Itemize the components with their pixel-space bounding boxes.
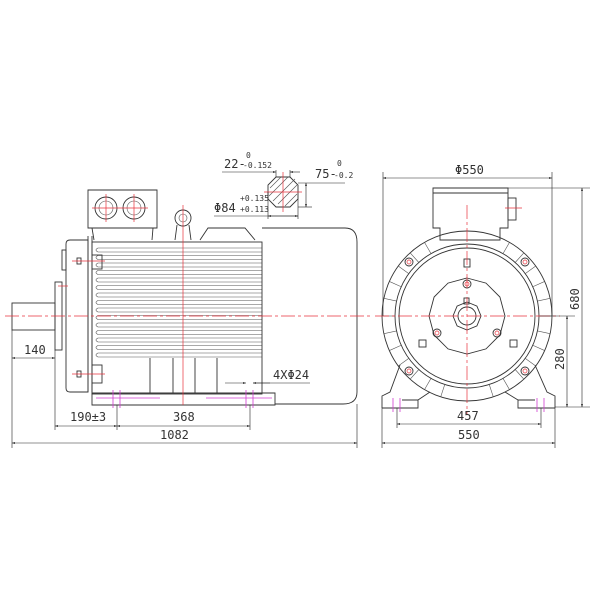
cooling-rib (525, 265, 536, 274)
cooling-rib (424, 242, 432, 254)
shaft-key-section: 22- 0 -0.152 75- 0 -0.2 Φ84 +0.135 +0.11… (214, 151, 353, 219)
cooling-rib (532, 345, 545, 351)
key-width-tol-lower: -0.152 (243, 161, 272, 170)
key-height-label: 75- (315, 167, 337, 181)
dim-shaft-length: 140 (24, 343, 46, 357)
dim-foot-hole-spacing-front: 457 (457, 409, 479, 423)
cooling-fin (95, 345, 262, 350)
cooling-rib (525, 358, 536, 367)
cooling-fin (95, 247, 262, 253)
cooling-rib (514, 252, 525, 263)
bolt-hole-icon (522, 259, 528, 265)
bolt-hole-icon (406, 259, 412, 265)
dim-shaft-height: 280 (553, 348, 567, 370)
cooling-fin (95, 277, 262, 283)
cooling-rib (532, 281, 545, 287)
dim-overall-height: 680 (568, 288, 582, 310)
bolt-hole-icon (522, 368, 528, 374)
cooling-rib (502, 242, 510, 254)
dim-frame-dia: Φ550 (455, 163, 484, 177)
fan-cover (262, 227, 358, 405)
bolt-icon (492, 328, 502, 338)
bolt-hole-icon (494, 330, 500, 336)
cooling-rib (514, 369, 525, 380)
cooling-rib (389, 345, 402, 351)
cooling-rib (424, 378, 432, 390)
cooling-fin (95, 292, 262, 298)
cooling-rib (488, 384, 494, 397)
cooling-fin (95, 262, 262, 268)
front-feet (381, 364, 556, 409)
cooling-fin (95, 307, 262, 313)
cooling-rib (409, 252, 420, 263)
side-view-dimensions: 140 190±3 368 1082 4XΦ24 (11, 330, 358, 448)
bolt-icon (520, 366, 530, 376)
bolt-hole-icon (434, 330, 440, 336)
cooling-rib (398, 358, 409, 367)
key-width-tol-upper: 0 (246, 151, 251, 160)
cooling-rib (440, 384, 446, 397)
cooling-rib (537, 330, 551, 334)
front-view (375, 187, 560, 415)
dim-overall-width: 550 (458, 428, 480, 442)
dim-foot-hole-spacing: 368 (173, 410, 195, 424)
bolt-icon (520, 257, 530, 267)
cooling-fin (95, 255, 262, 260)
cooling-fin (95, 285, 262, 290)
key-height-tol-lower: -0.2 (334, 171, 353, 180)
key-height-tol-upper: 0 (337, 159, 342, 168)
shaft (11, 302, 56, 331)
side-view (5, 189, 370, 408)
bolt-icon (404, 257, 414, 267)
cooling-fin (95, 322, 262, 328)
shaft-dia-tol-lower: +0.113 (240, 205, 269, 214)
cooling-rib (389, 281, 402, 287)
cooling-fin (95, 315, 262, 320)
cooling-fin (95, 270, 262, 275)
front-terminal-box (432, 187, 509, 241)
shaft-dia-label: Φ84 (214, 201, 236, 215)
mounting-feet (91, 358, 276, 408)
dim-foot-holes: 4XΦ24 (273, 368, 309, 382)
cooling-fin (95, 337, 262, 343)
bolt-hole-icon (406, 368, 412, 374)
cooling-rib (383, 298, 397, 302)
dim-overall-length: 1082 (160, 428, 189, 442)
cooling-rib (409, 369, 420, 380)
dim-foot-to-shoulder: 190±3 (70, 410, 106, 424)
cooling-fin (95, 352, 262, 358)
cooling-ribs (382, 242, 552, 397)
cooling-rib (537, 298, 551, 302)
cooling-rib (383, 330, 397, 334)
cooling-rib (502, 378, 510, 390)
cooling-rib (398, 265, 409, 274)
end-shield (65, 239, 89, 393)
terminal-box (87, 189, 158, 241)
end-shield-bolts (58, 254, 105, 384)
finned-frame (95, 247, 262, 358)
bolt-icon (404, 366, 414, 376)
cooling-fin (95, 330, 262, 335)
shaft-dia-tol-upper: +0.135 (240, 194, 269, 203)
front-view-dimensions: Φ550 680 280 457 550 (381, 163, 590, 448)
key-width-label: 22- (224, 157, 246, 171)
bolt-icon (432, 328, 442, 338)
cooling-fin (95, 300, 262, 305)
